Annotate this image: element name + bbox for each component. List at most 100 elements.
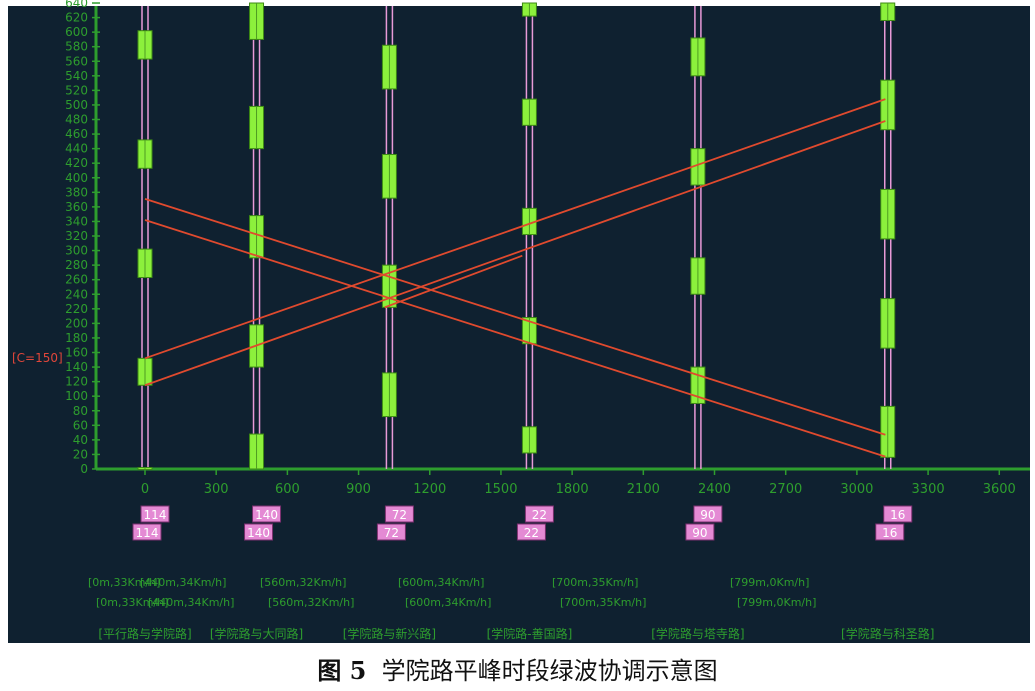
offset-box-top [252, 505, 282, 523]
green-wave-bands-group [144, 98, 886, 458]
offset-box-bottom [875, 523, 905, 541]
y-tick-label: 580 [65, 40, 88, 54]
offset-label-bottom: 114 [136, 526, 159, 540]
green-wave-band-inbound [144, 198, 886, 436]
y-tick-label: 240 [65, 287, 88, 301]
offset-label-bottom: 140 [247, 526, 270, 540]
offset-box-bottom [244, 523, 274, 541]
offset-label-bottom: 22 [524, 526, 539, 540]
figure-title: 学院路平峰时段绿波协调示意图 [381, 657, 718, 685]
offset-box-top [883, 505, 913, 523]
offset-box-top [524, 505, 554, 523]
offset-label-top: 114 [144, 508, 167, 522]
intersection-name: [学院路与塔寺路] [651, 626, 744, 641]
segment-label: [700m,35Km/h] [560, 596, 646, 609]
green-wave-band-outbound [144, 98, 886, 360]
figure-caption: 图 5 学院路平峰时段绿波协调示意图 [0, 651, 1035, 686]
green-phase-group [137, 2, 896, 471]
y-tick-label: 220 [65, 302, 88, 316]
segment-label: [560m,32Km/h] [268, 596, 354, 609]
y-tick-label: 500 [65, 98, 88, 112]
y-tick-label: 540 [65, 69, 88, 83]
segment-label: [0m,33Km/h] [96, 596, 168, 609]
intersection-name: [学院路-善国路] [487, 626, 573, 641]
y-tick-label: 80 [73, 404, 88, 418]
segment-label: [560m,32Km/h] [260, 576, 346, 589]
y-tick-label: 120 [65, 375, 88, 389]
y-tick-label: 40 [73, 433, 88, 447]
y-tick-label: 100 [65, 389, 88, 403]
offset-label-top: 16 [890, 508, 905, 522]
offset-label-top: 22 [532, 508, 547, 522]
intersection-name: [平行路与学院路] [98, 626, 191, 641]
x-tick-label: 3600 [983, 482, 1016, 497]
y-tick-label: 140 [65, 360, 88, 374]
x-tick-label: 1800 [556, 482, 589, 497]
offset-box-bottom [685, 523, 715, 541]
x-tick-label: 2400 [698, 482, 731, 497]
offset-label-bottom: 72 [384, 526, 399, 540]
segment-label: [440m,34Km/h] [148, 596, 234, 609]
segment-label: [600m,34Km/h] [405, 596, 491, 609]
y-tick-label: 20 [73, 447, 88, 461]
segment-label: [600m,34Km/h] [398, 576, 484, 589]
y-tick-label: 360 [65, 200, 88, 214]
x-tick-label: 900 [346, 482, 371, 497]
x-tick-label: 600 [275, 482, 300, 497]
y-tick-label: 620 [65, 11, 88, 25]
y-tick-label: 520 [65, 83, 88, 97]
y-tick-label: 460 [65, 127, 88, 141]
offset-label-top: 140 [255, 508, 278, 522]
offset-box-bottom [132, 523, 162, 541]
y-tick-label: 480 [65, 113, 88, 127]
offset-box-top [140, 505, 170, 523]
offset-label-top: 90 [700, 508, 715, 522]
offset-box-top [693, 505, 723, 523]
y-tick-label: 0 [80, 462, 88, 476]
chart-canvas: 0204060801001201401601802002202402602803… [12, 0, 1030, 641]
y-tick-label: 440 [65, 142, 88, 156]
y-tick-label: 600 [65, 25, 88, 39]
y-tick-label: 200 [65, 316, 88, 330]
x-tick-label: 2100 [627, 482, 660, 497]
intersection-name: [学院路与新兴路] [343, 626, 436, 641]
y-tick-label: 380 [65, 185, 88, 199]
green-wave-band-inbound [144, 219, 886, 458]
green-wave-band-outbound [384, 254, 523, 309]
y-tick-label: 320 [65, 229, 88, 243]
figure-number: 图 5 [317, 656, 367, 685]
segment-label: [799m,0Km/h] [737, 596, 816, 609]
x-tick-label: 0 [141, 482, 149, 497]
segment-label: [700m,35Km/h] [552, 576, 638, 589]
y-tick-label: 560 [65, 54, 88, 68]
offset-box-bottom [376, 523, 406, 541]
offset-box-top [384, 505, 414, 523]
offset-label-bottom: 16 [882, 526, 897, 540]
x-tick-label: 1500 [484, 482, 517, 497]
segment-label: [0m,33Km/h] [88, 576, 160, 589]
x-tick-label: 1200 [413, 482, 446, 497]
y-tick-label: 280 [65, 258, 88, 272]
y-tick-label: 180 [65, 331, 88, 345]
cycle-label: [C=150] [12, 351, 63, 365]
y-tick-label: 300 [65, 244, 88, 258]
intersection-name: [学院路与大同路] [210, 626, 303, 641]
x-tick-label: 3000 [840, 482, 873, 497]
segment-label: [440m,34Km/h] [140, 576, 226, 589]
labels-group: [C=150] 114 114 [平行路与学院路] 140 140 [学院路与大同路] 72 7… [12, 351, 934, 641]
y-tick-label: 160 [65, 346, 88, 360]
green-wave-band-outbound [144, 120, 886, 387]
x-tick-label: 300 [204, 482, 229, 497]
y-tick-label: 640 [65, 0, 88, 10]
y-tick-label: 60 [73, 418, 88, 432]
y-tick-label: 400 [65, 171, 88, 185]
y-tick-label: 260 [65, 273, 88, 287]
offset-box-bottom [516, 523, 546, 541]
x-tick-label: 2700 [769, 482, 802, 497]
intersection-name: [学院路与科圣路] [841, 626, 934, 641]
x-tick-label: 3300 [912, 482, 945, 497]
y-tick-label: 420 [65, 156, 88, 170]
offset-label-top: 72 [392, 508, 407, 522]
y-tick-label: 340 [65, 214, 88, 228]
